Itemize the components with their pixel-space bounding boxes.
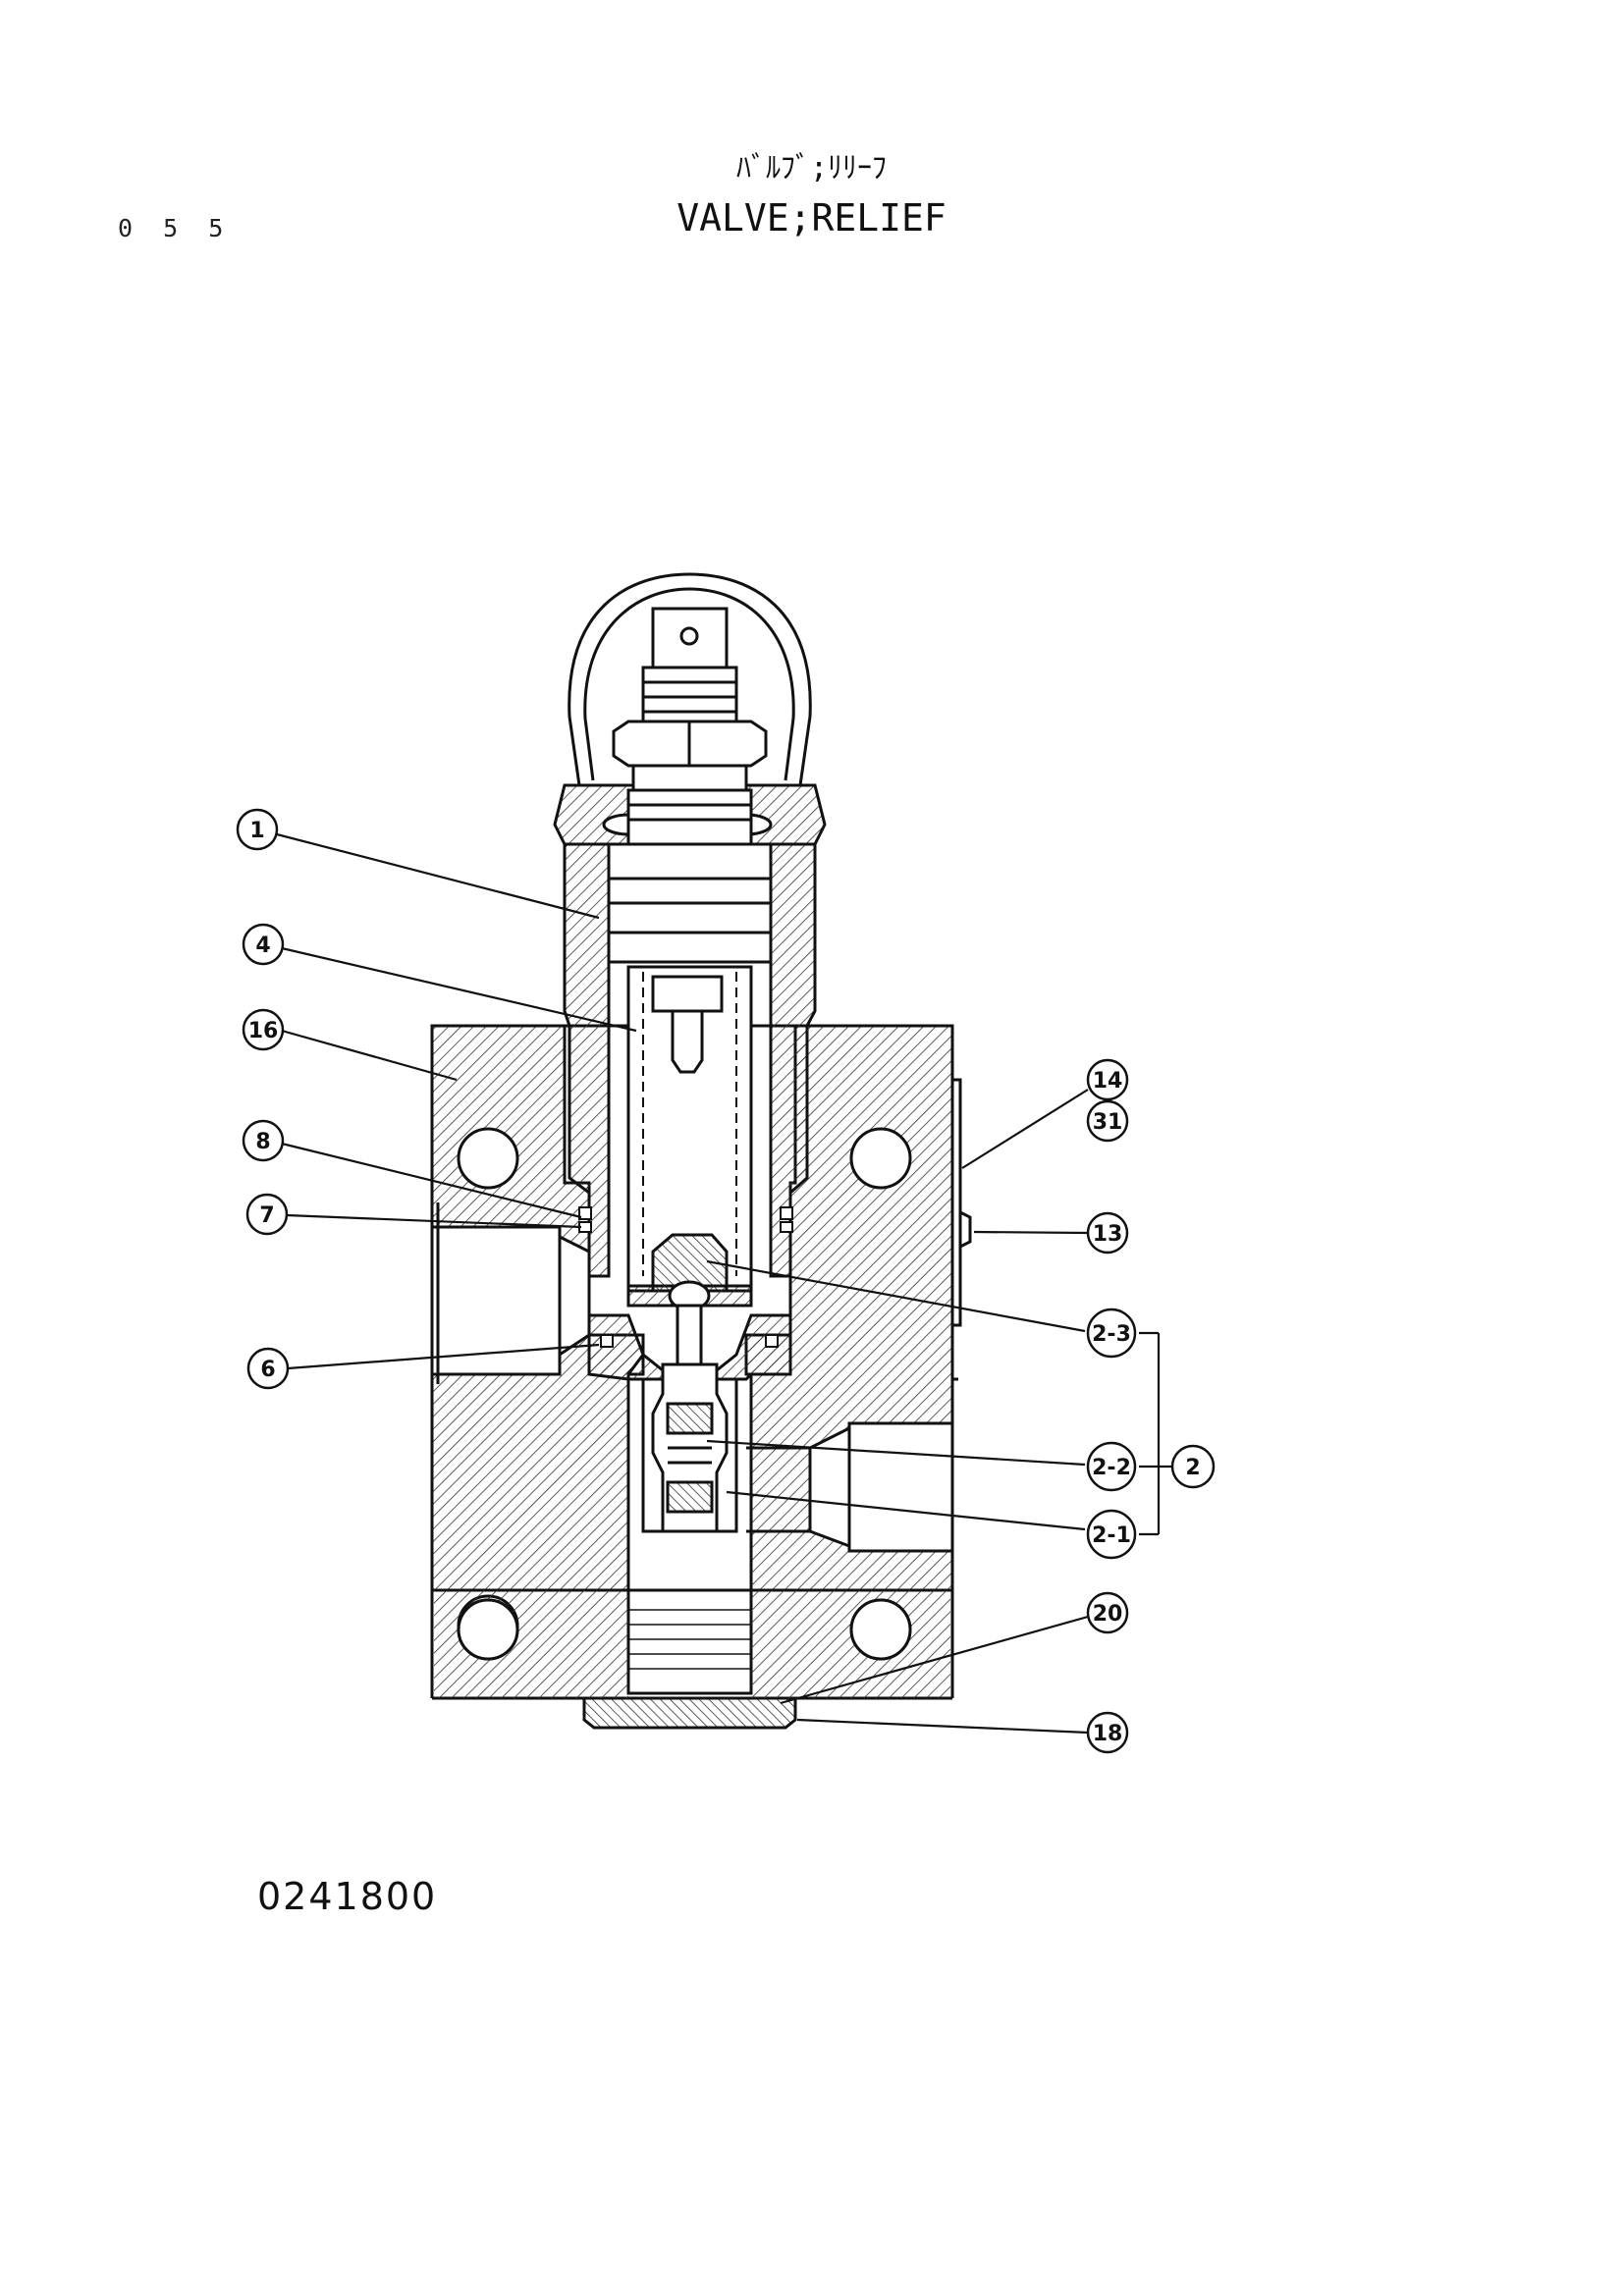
callout-label: 6	[260, 1358, 275, 1382]
callout-2: 2	[1170, 1444, 1216, 1489]
callout-8: 8	[242, 1119, 285, 1162]
callout-label: 14	[1093, 1069, 1123, 1094]
callout-2-1: 2-1	[1086, 1509, 1137, 1560]
drawing-number: 0241800	[257, 1875, 438, 1918]
callout-label: 31	[1093, 1110, 1123, 1135]
bottom-bore	[626, 1588, 753, 1695]
callout-label: 4	[255, 934, 270, 958]
callout-label: 16	[248, 1019, 279, 1043]
callout-label: 7	[259, 1203, 274, 1228]
callout-4: 4	[242, 923, 285, 966]
callout-label: 8	[255, 1130, 270, 1154]
callout-label: 18	[1093, 1722, 1123, 1746]
callout-label: 2-1	[1092, 1523, 1131, 1548]
callout-7: 7	[245, 1193, 289, 1236]
leader-lines	[276, 832, 1172, 1735]
callout-18: 18	[1086, 1711, 1129, 1754]
callout-label: 20	[1093, 1602, 1123, 1627]
callout-1: 1	[236, 808, 279, 851]
callout-2-2: 2-2	[1086, 1441, 1137, 1492]
callout-31: 31	[1086, 1099, 1129, 1143]
title-english: VALVE;RELIEF	[676, 196, 947, 240]
callout-13: 13	[1086, 1211, 1129, 1255]
callout-label: 1	[249, 819, 264, 843]
callout-2-3: 2-3	[1086, 1308, 1137, 1359]
plug-part-18	[582, 1696, 797, 1730]
callout-14: 14	[1086, 1058, 1129, 1101]
bonnet-part-1	[563, 842, 817, 1278]
page-number: 0 5 5	[118, 214, 232, 242]
side-plate-part-14	[950, 1078, 972, 1327]
main-poppet	[587, 1280, 792, 1533]
callout-20: 20	[1086, 1591, 1129, 1634]
callout-16: 16	[242, 1008, 285, 1051]
callout-label: 2-2	[1092, 1456, 1131, 1480]
callout-label: 2	[1185, 1456, 1200, 1480]
callout-6: 6	[246, 1347, 290, 1390]
right-port	[746, 1377, 958, 1553]
seals	[578, 1206, 793, 1348]
callout-label: 2-3	[1092, 1322, 1131, 1347]
callout-label: 13	[1093, 1222, 1123, 1247]
title-japanese: ﾊﾞﾙﾌﾞ;ﾘﾘｰﾌ	[735, 151, 888, 186]
adjusting-screw	[612, 607, 768, 846]
